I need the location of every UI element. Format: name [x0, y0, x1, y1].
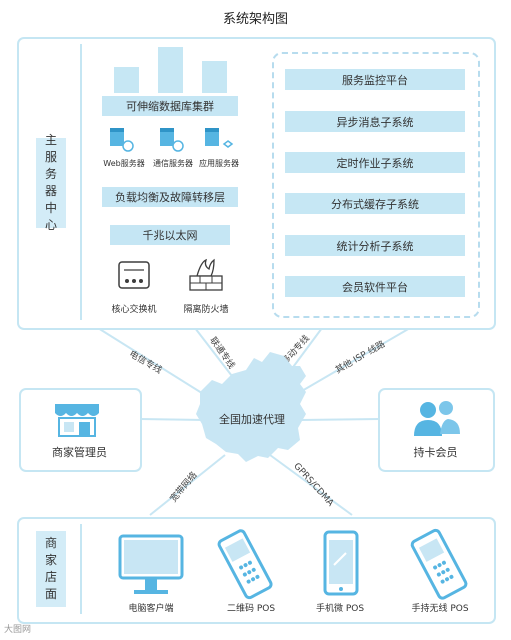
server-label-app: 应用服务器 — [199, 159, 239, 168]
center-label: 全国加速代理 — [219, 413, 285, 426]
subsystem-item: 统计分析子系统 — [285, 235, 465, 256]
device-label-qr-pos: 二维码 POS — [226, 604, 276, 614]
store-panel — [17, 517, 496, 624]
store-divider — [80, 524, 82, 614]
subsystem-item: 分布式缓存子系统 — [285, 193, 465, 214]
divider-line — [80, 44, 82, 320]
merchant-admin-label: 商家管理员 — [52, 446, 107, 459]
device-label-pc: 电脑客户端 — [128, 604, 174, 614]
server-label-comm: 通信服务器 — [153, 159, 193, 168]
db-block-icon — [114, 67, 139, 93]
db-block-icon — [158, 47, 183, 93]
store-label: 商家店面 — [36, 531, 66, 607]
subsystem-item: 定时作业子系统 — [285, 152, 465, 173]
cardholder-label: 持卡会员 — [413, 446, 458, 459]
db-cluster-bar: 可伸缩数据库集群 — [102, 96, 238, 116]
subsystems-box — [272, 52, 480, 318]
server-label-web: Web服务器 — [103, 159, 145, 168]
db-block-icon — [202, 61, 227, 93]
firewall-label: 隔离防火墙 — [183, 305, 229, 315]
core-switch-label: 核心交换机 — [111, 305, 157, 315]
page-title: 系统架构图 — [222, 12, 288, 27]
ethernet-bar: 千兆以太网 — [110, 225, 230, 245]
watermark: 大图网 — [4, 622, 31, 635]
subsystem-item: 服务监控平台 — [285, 69, 465, 90]
device-label-handheld-pos: 手持无线 POS — [411, 604, 469, 614]
device-label-phone-pos: 手机微 POS — [315, 604, 365, 614]
subsystem-item: 会员软件平台 — [285, 276, 465, 297]
load-balancer-bar: 负载均衡及故障转移层 — [102, 187, 238, 207]
watermark-text: 大图网 — [4, 625, 32, 635]
subsystem-item: 异步消息子系统 — [285, 111, 465, 132]
